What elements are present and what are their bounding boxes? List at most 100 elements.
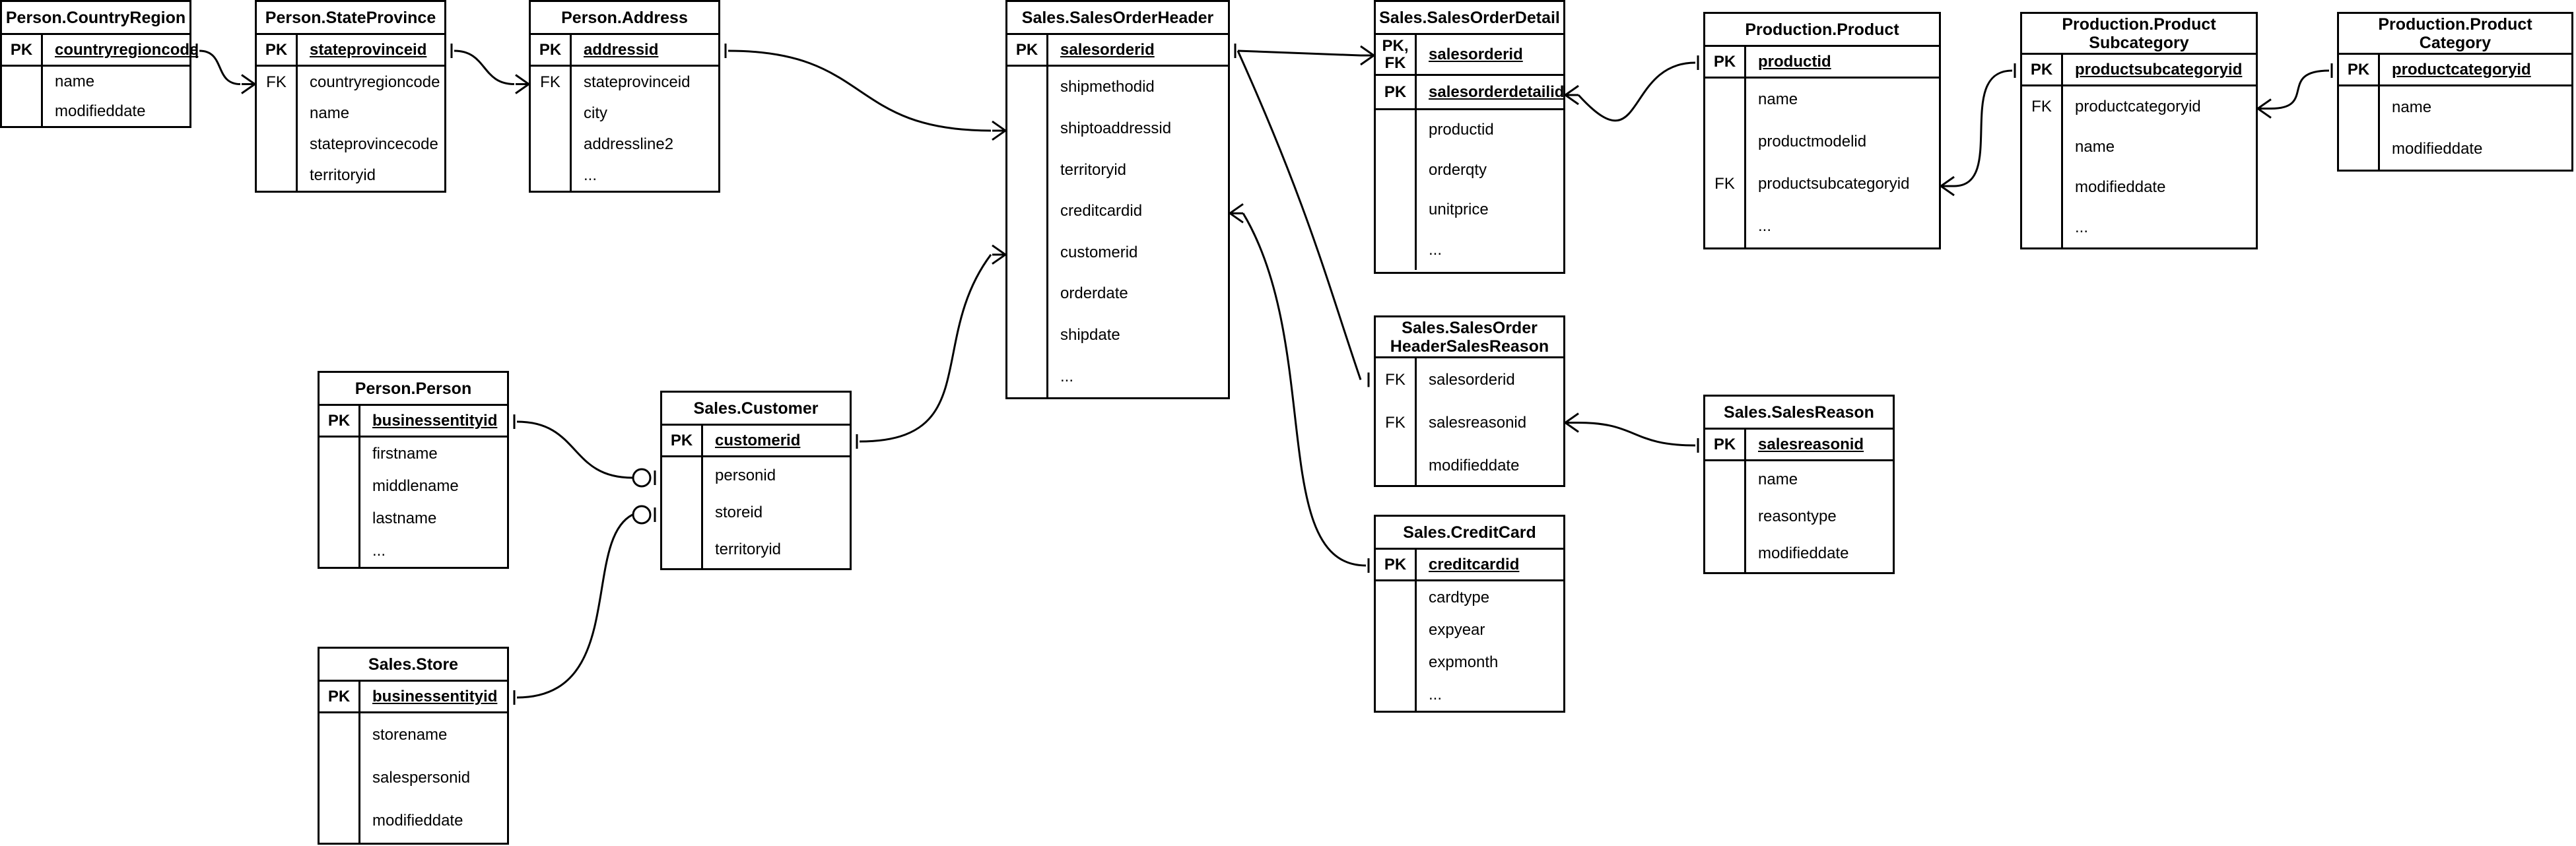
attribute-key-column [662, 457, 703, 568]
attribute-key [1705, 205, 1744, 247]
attribute-key [320, 502, 358, 535]
entity-title: Sales.SalesOrderHeader [1007, 2, 1228, 35]
attribute-name: shipdate [1060, 326, 1120, 344]
edge-rel-product-salesorderdetail [1577, 61, 1696, 122]
attribute-name: storename [372, 725, 448, 744]
key-badge: PK [320, 406, 360, 436]
crowsfoot-many [1360, 45, 1374, 57]
attribute-key [2339, 86, 2378, 128]
attribute-name: customerid [1060, 243, 1138, 261]
crowsfoot-many [515, 83, 529, 94]
key-attribute-row: PK salesorderdetailid [1376, 76, 1565, 110]
attribute-key [1376, 110, 1415, 150]
attribute-name: storeid [715, 504, 763, 521]
crowsfoot-many [1565, 84, 1579, 96]
attribute-key [1705, 461, 1744, 498]
attribute-key [1007, 356, 1046, 397]
attribute-key-column: FK [2022, 86, 2063, 247]
attribute-name: stateprovincecode [310, 135, 438, 153]
attribute-key-column [1007, 67, 1048, 397]
attribute-key: FK [1714, 175, 1735, 193]
entity-title: Production.Product [1705, 14, 1939, 47]
attribute-name: salespersonid [372, 768, 471, 787]
attribute-name: salesorderid [1060, 40, 1155, 59]
attribute-name: name [310, 104, 350, 122]
attribute-name: salesreasonid [1758, 435, 1864, 453]
attribute-key-column [320, 438, 360, 567]
attribute-key [320, 470, 358, 502]
edge-rel-salesorderheader-salesorderdetail [1237, 49, 1361, 57]
attribute-key [2, 67, 41, 96]
zero-or-one-circle [632, 468, 652, 488]
key-badge: PK [2339, 55, 2380, 84]
key-badge: PK [1376, 76, 1417, 108]
entity-title: Person.Address [531, 2, 718, 35]
attribute-name: ... [1060, 367, 1074, 385]
crowsfoot-many [241, 83, 255, 94]
attribute-name: reasontype [1758, 507, 1837, 525]
attribute-key [1705, 535, 1744, 572]
edge-rel-subcategory-product [1953, 69, 2013, 187]
attribute-name: productid [1429, 121, 1494, 139]
crowsfoot-many [1565, 412, 1579, 424]
crowsfoot-many [2257, 108, 2272, 119]
attribute-key [1007, 232, 1046, 274]
attribute-name: name [2392, 98, 2432, 116]
crowsfoot-many [2257, 98, 2272, 110]
attribute-key [320, 438, 358, 470]
attribute-name: ... [372, 541, 386, 560]
attribute-name: stateprovinceid [310, 40, 427, 59]
attribute-name: ... [1758, 217, 1772, 235]
attribute-key [1007, 273, 1046, 315]
key-badge: PK [2, 35, 43, 65]
attribute-name: modifieddate [2075, 178, 2166, 196]
attribute-name: creditcardid [1429, 555, 1520, 573]
attribute-name: modifieddate [55, 102, 146, 120]
attribute-name: expyear [1429, 620, 1485, 639]
attribute-key [1007, 191, 1046, 232]
attribute-name: ... [2075, 218, 2089, 236]
edge-rel-salesorderheader-soh-salesreason [1237, 50, 1362, 380]
attribute-key [1007, 108, 1046, 150]
attribute-key-column [2339, 86, 2380, 170]
key-badge: PK [320, 682, 360, 711]
key-badge: PK, FK [1376, 35, 1417, 74]
attribute-name: expmonth [1429, 653, 1499, 671]
entity-title: Person.Person [320, 373, 507, 406]
crowsfoot-many [992, 244, 1006, 256]
attribute-name: businessentityid [372, 411, 498, 430]
attribute-name: salesorderdetailid [1429, 82, 1565, 101]
attribute-key: FK [1385, 413, 1406, 432]
attribute-key [1376, 190, 1415, 230]
attribute-key [2339, 128, 2378, 170]
